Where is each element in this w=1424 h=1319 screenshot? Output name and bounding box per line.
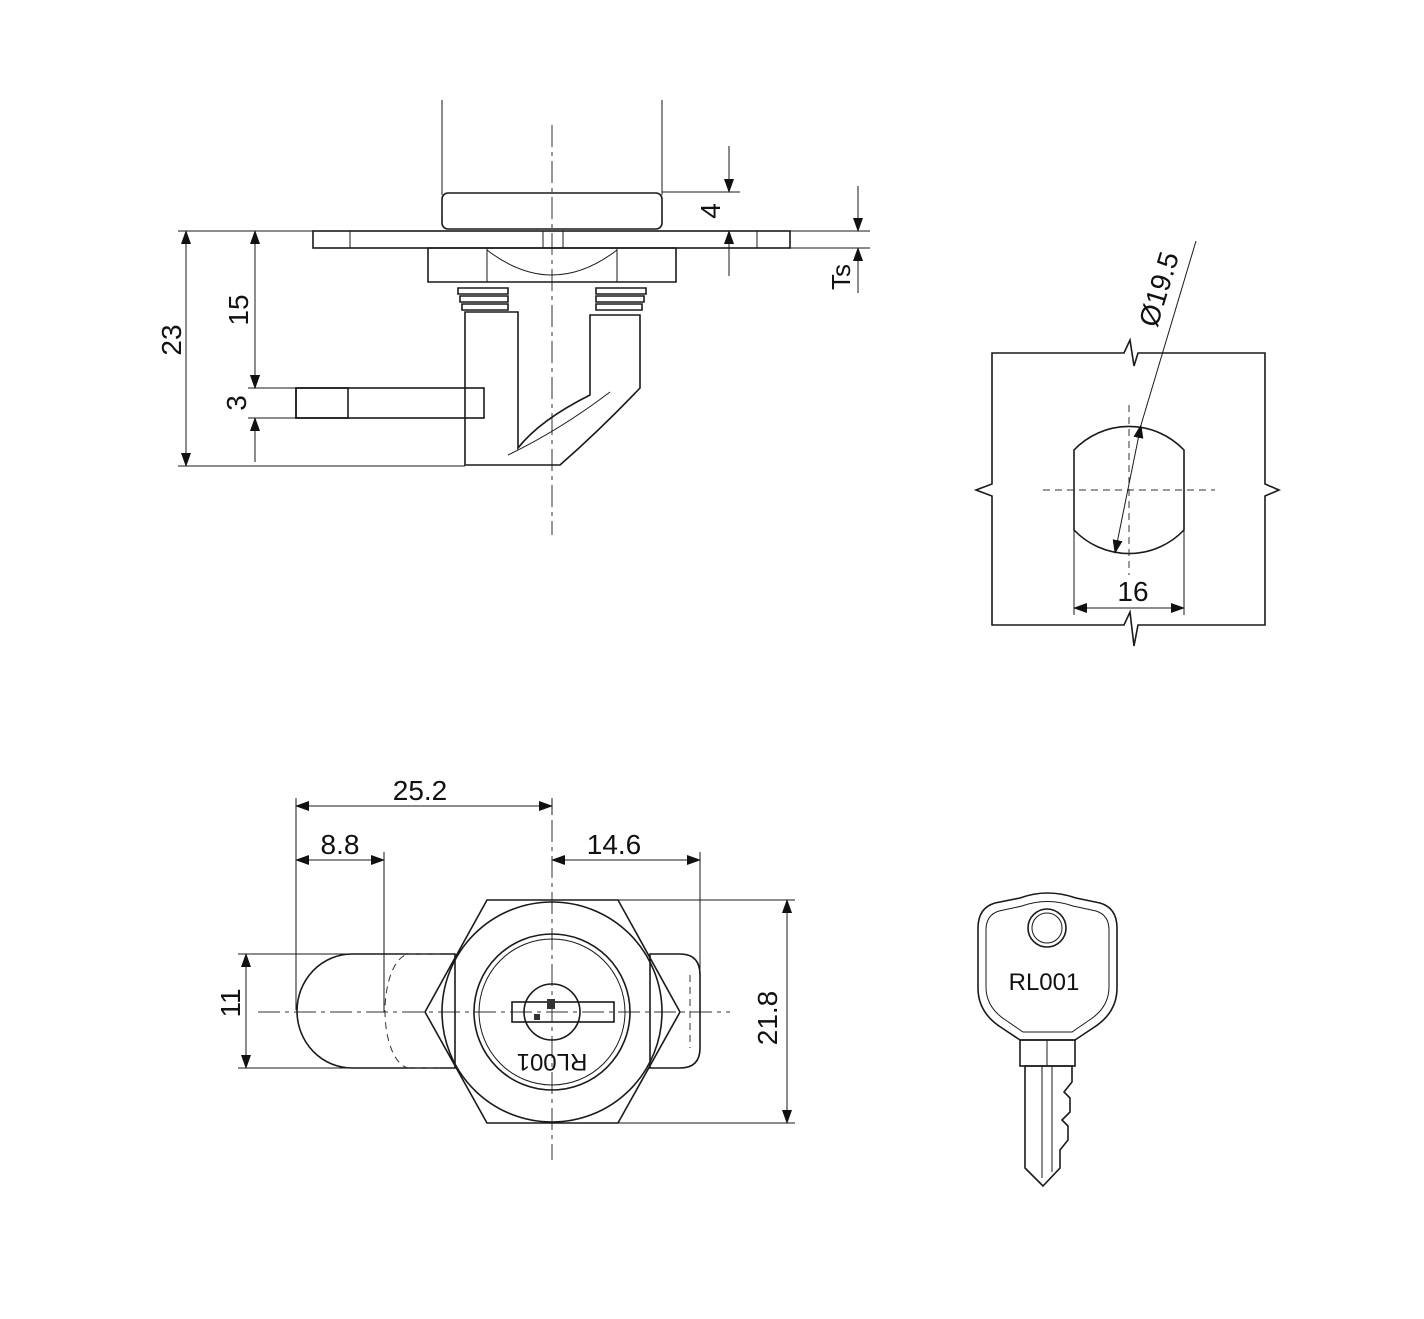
side-view: 4 Ts 23 15 3	[156, 100, 870, 535]
keyway-slot	[511, 1001, 615, 1023]
dim-right-extent: 14.6	[587, 829, 642, 860]
key-view: RL001	[977, 892, 1118, 1188]
key-head	[977, 892, 1118, 1041]
key-plug	[523, 983, 581, 1041]
panel-cutout-view: Ø19.5 16	[973, 240, 1282, 647]
hex-nut	[427, 247, 677, 283]
front-key-code: RL001	[517, 1048, 588, 1075]
lock-cap	[441, 192, 663, 230]
dim-panel-thickness: Ts	[826, 264, 856, 290]
dim-cam-length: 25.2	[393, 775, 448, 806]
dim-cam-width: 11	[215, 988, 246, 1017]
lock-body	[464, 311, 641, 466]
cam-bar	[295, 387, 485, 419]
key-code-label: RL001	[1009, 969, 1080, 996]
dim-thread-length: 15	[223, 294, 254, 325]
dim-hex-height: 21.8	[752, 991, 783, 1046]
dim-cutout-diameter: Ø19.5	[1133, 248, 1185, 330]
front-view: RL001 25.2 8.8 14.6 11 21.8	[215, 775, 795, 1160]
thread-right	[595, 287, 647, 311]
front-cam	[296, 953, 456, 1069]
dim-cutout-width: 16	[1117, 576, 1148, 607]
dim-cam-offset: 8.8	[321, 829, 360, 860]
thread-left	[457, 287, 509, 311]
dim-overall-height: 23	[156, 324, 187, 355]
key-blade	[1024, 1065, 1073, 1188]
dim-cam-thickness: 3	[221, 395, 252, 411]
dim-top-height: 4	[695, 203, 726, 219]
key-ring-hole	[1027, 908, 1067, 948]
